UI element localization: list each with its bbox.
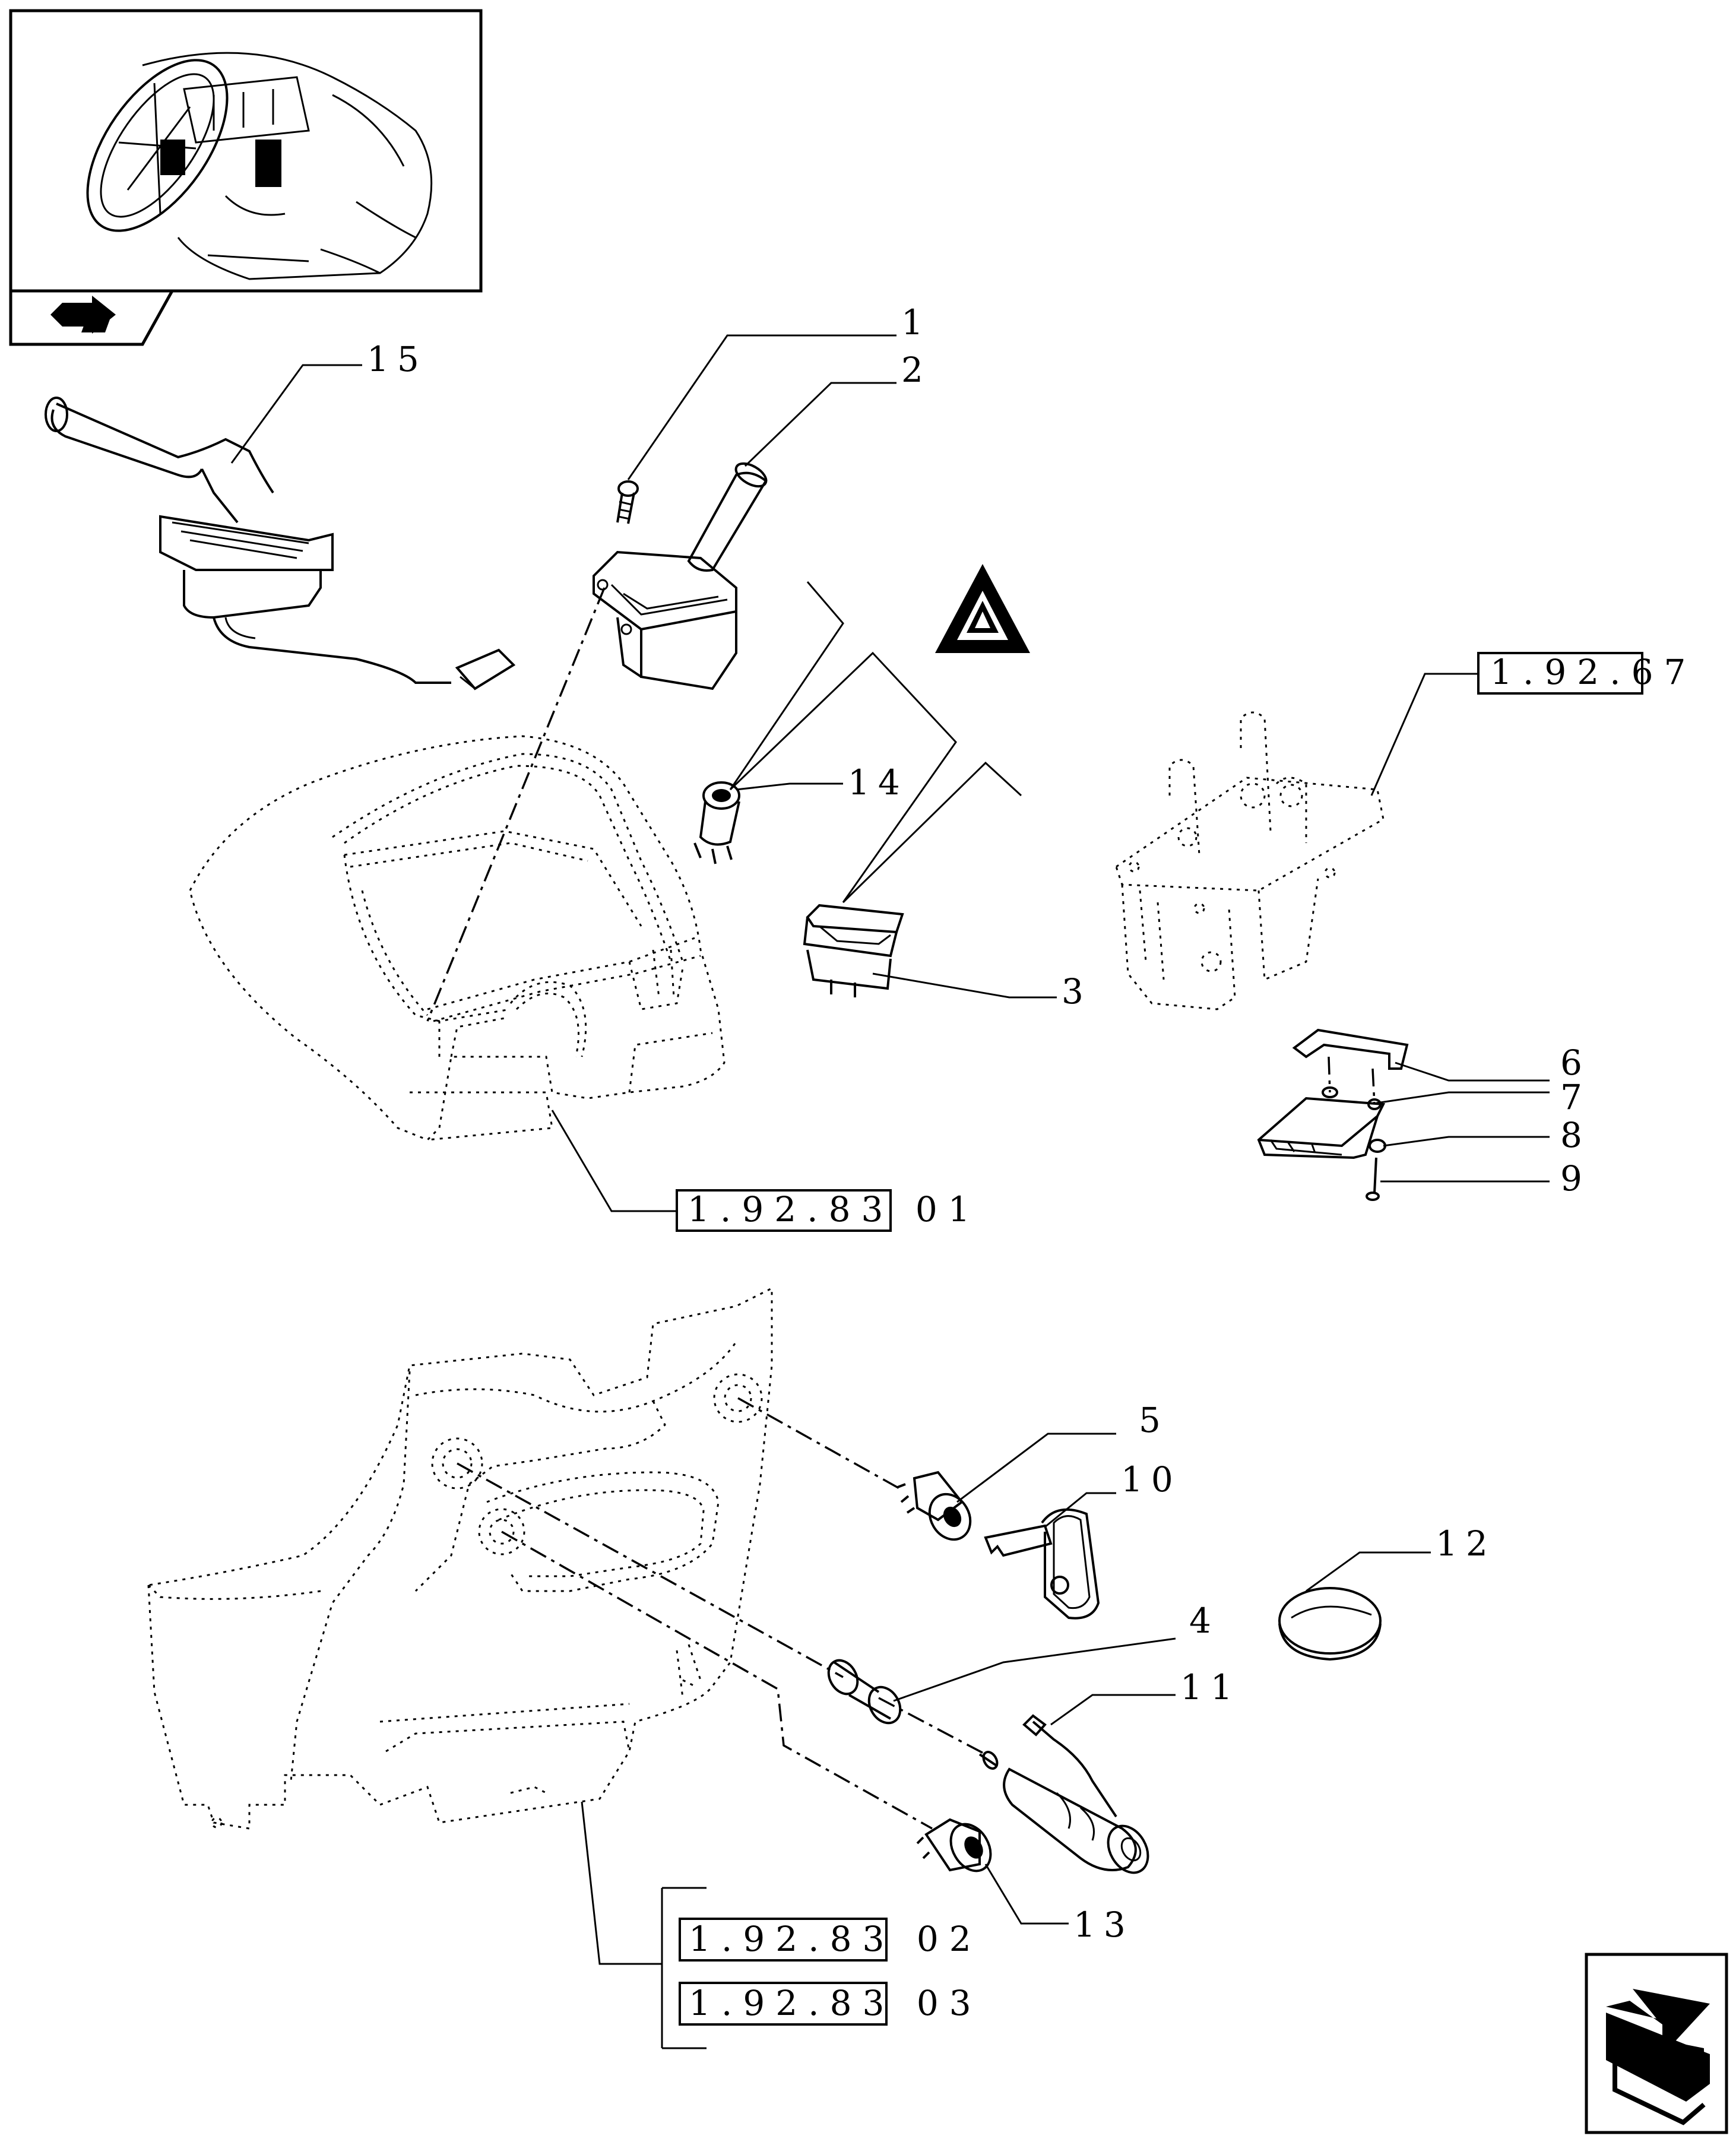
callout-3: 3 (1062, 971, 1092, 1012)
reference-text-1928301: 1.92.83 01 (688, 1189, 981, 1230)
upper-dashboard-panel (189, 735, 726, 1141)
callout-4: 4 (1189, 1601, 1219, 1641)
part-11-cigar-lighter (978, 1714, 1149, 1874)
callout-11: 11 (1180, 1667, 1241, 1707)
part-2-switch-lever (593, 462, 768, 690)
part-15-multifunction-lever (45, 397, 516, 690)
hazard-warning-triangle-icon (935, 564, 1030, 653)
reference-text-1928302: 1.92.83 02 (689, 1919, 982, 1959)
part-9-screw (1366, 1157, 1380, 1201)
callout-15: 15 (367, 339, 427, 379)
part-8-washer (1368, 1139, 1386, 1153)
lower-console-panel (147, 1287, 773, 1830)
next-page-arrow-icon[interactable] (50, 296, 116, 334)
callout-7: 7 (1560, 1077, 1591, 1117)
assembly-lines-lower (457, 1397, 986, 1830)
reference-box-1928301[interactable]: 1.92.83 01 (676, 1189, 981, 1232)
part-13-socket (916, 1818, 992, 1872)
reference-text-19267: 1.92.67 (1490, 652, 1696, 692)
leader-lines (230, 334, 1550, 2049)
reference-text-1928303: 1.92.83 03 (689, 1983, 982, 2023)
part-5-ignition-switch (897, 1471, 972, 1541)
part-1-screw (616, 480, 639, 524)
callout-2: 2 (901, 350, 932, 390)
callout-6: 6 (1560, 1043, 1591, 1083)
callout-14: 14 (848, 762, 908, 803)
callout-10: 10 (1121, 1459, 1181, 1500)
part-7-connector (1257, 1056, 1386, 1159)
assembly-line-lever (426, 587, 606, 1022)
reference-box-19267[interactable]: 1.92.67 (1477, 652, 1696, 695)
callout-13: 13 (1073, 1905, 1134, 1945)
part-3-rocker-switch (803, 904, 904, 997)
part-4-socket-sleeve (827, 1659, 902, 1725)
prev-page-arrow-icon[interactable] (1585, 1953, 1728, 2134)
reference-box-1928302[interactable]: 1.92.83 02 (679, 1918, 982, 1962)
callout-5: 5 (1139, 1400, 1169, 1440)
part-10-key (984, 1508, 1100, 1620)
part-12-plug-cap (1278, 1587, 1382, 1661)
bracket-assembly (1115, 711, 1385, 1010)
callout-8: 8 (1560, 1115, 1591, 1155)
callout-12: 12 (1436, 1523, 1496, 1564)
part-6-clip (1292, 1028, 1409, 1070)
part-14-hazard-switch (693, 781, 740, 864)
callout-labels: 1 2 3 4 5 6 7 8 9 10 11 12 13 14 15 (367, 302, 1591, 1945)
overview-thumbnail (9, 9, 483, 346)
guide-lines (729, 581, 1022, 904)
callout-1: 1 (901, 302, 932, 343)
reference-box-1928303[interactable]: 1.92.83 03 (679, 1982, 982, 2026)
callout-9: 9 (1560, 1158, 1591, 1199)
